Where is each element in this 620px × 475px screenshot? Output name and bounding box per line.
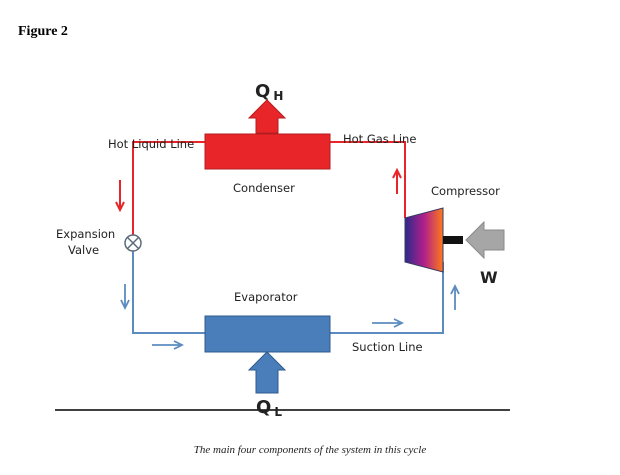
heat-out-arrow	[247, 99, 287, 134]
evaporator-box	[204, 315, 331, 353]
compressor-icon	[404, 207, 463, 273]
evaporator-label: Evaporator	[234, 290, 298, 304]
suction-line-pipe	[330, 262, 444, 334]
expansion-valve-icon	[124, 234, 142, 252]
flow-arrow-cold-up	[450, 283, 460, 310]
expansion-to-evaporator-pipe	[132, 251, 205, 334]
suction-line-label: Suction Line	[352, 340, 423, 354]
hot-pipes	[132, 141, 406, 235]
heat-in-arrow	[247, 351, 287, 394]
hot-gas-line-label: Hot Gas Line	[343, 132, 416, 146]
cold-pipes	[132, 251, 444, 334]
flow-arrow-cold-right	[372, 318, 405, 328]
work-label: W	[480, 268, 498, 287]
flow-arrow-cold-down	[120, 284, 130, 311]
flow-arrow-cold-right-left	[152, 340, 185, 350]
figure-label: Figure 2	[18, 24, 68, 39]
work-input-arrow	[465, 220, 505, 260]
condenser-box	[204, 133, 331, 170]
hot-liquid-line-pipe	[132, 141, 205, 235]
expansion-valve-label-line2: Valve	[68, 243, 99, 257]
flow-arrow-hot-down	[115, 180, 125, 213]
condenser-label: Condenser	[233, 181, 295, 195]
expansion-valve-label-line1: Expansion	[56, 227, 115, 241]
flow-arrow-hot-up	[392, 167, 402, 194]
hot-liquid-line-label: Hot Liquid Line	[108, 137, 194, 151]
hot-gas-line-pipe	[330, 141, 406, 218]
figure-caption: The main four components of the system i…	[193, 444, 427, 456]
compressor-label: Compressor	[431, 184, 500, 198]
